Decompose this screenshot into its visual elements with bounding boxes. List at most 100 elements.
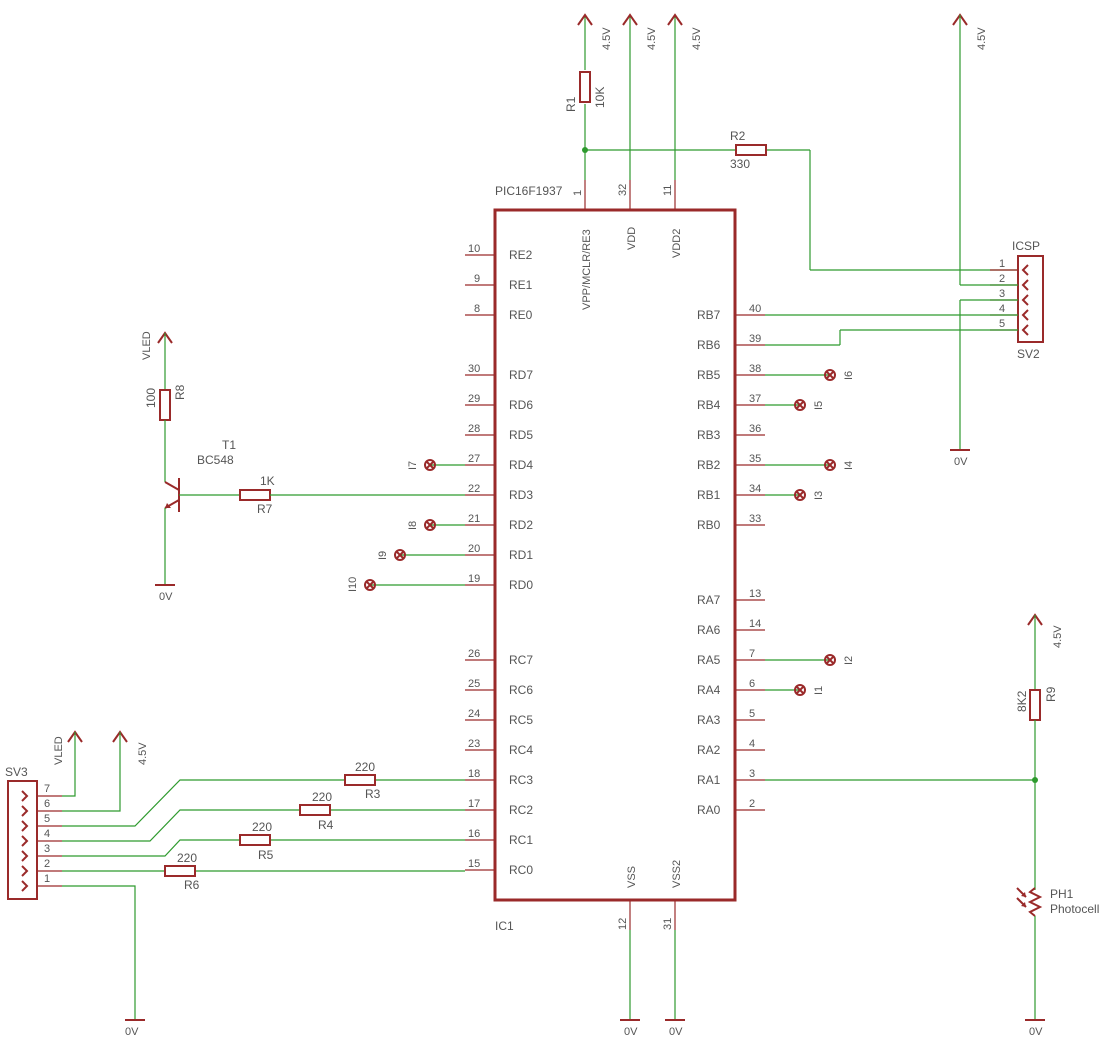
resistor-r6: 220 R6	[164, 851, 200, 892]
svg-text:330: 330	[730, 157, 750, 171]
svg-text:220: 220	[252, 820, 272, 834]
svg-text:RA0: RA0	[697, 803, 721, 817]
svg-text:18: 18	[468, 768, 480, 780]
sv3-pin-3: 3	[21, 843, 50, 862]
pin-rb1: 34 RB1	[697, 483, 765, 502]
svg-text:VSS2: VSS2	[671, 860, 683, 888]
svg-text:220: 220	[312, 790, 332, 804]
svg-text:23: 23	[468, 738, 480, 750]
svg-text:RD2: RD2	[509, 518, 533, 532]
svg-text:VPP/MCLR/RE3: VPP/MCLR/RE3	[581, 229, 593, 310]
resistor-r4: 220 R4	[299, 790, 334, 832]
svg-text:4: 4	[999, 303, 1005, 315]
svg-text:RC3: RC3	[509, 773, 533, 787]
svg-text:4.5V: 4.5V	[601, 27, 613, 50]
resistor-r1: R1 10K	[564, 71, 607, 112]
ground-sv3: 0V	[125, 1019, 145, 1038]
svg-text:11: 11	[662, 185, 674, 196]
svg-text:RC7: RC7	[509, 653, 533, 667]
pin-rb7: 40 RB7	[697, 303, 765, 322]
test-point-i2: I2	[765, 654, 855, 666]
sv3-pin-2: 2	[21, 858, 50, 877]
svg-text:28: 28	[468, 423, 480, 435]
svg-text:0V: 0V	[624, 1026, 638, 1038]
svg-text:RE0: RE0	[509, 308, 533, 322]
pin-ra1: 3 RA1	[697, 768, 765, 787]
sv3-connector: SV3 7 6 5 4 3 2 1	[5, 765, 62, 900]
svg-text:13: 13	[749, 588, 761, 600]
svg-text:2: 2	[749, 798, 755, 810]
svg-text:0V: 0V	[125, 1026, 139, 1038]
ground-vss2: 0V	[665, 1019, 685, 1038]
svg-text:RA1: RA1	[697, 773, 721, 787]
svg-text:5: 5	[749, 708, 755, 720]
svg-text:10K: 10K	[593, 87, 607, 108]
svg-text:RC4: RC4	[509, 743, 533, 757]
svg-text:29: 29	[468, 393, 480, 405]
ground-photocell: 0V	[1025, 1019, 1045, 1038]
svg-text:20: 20	[468, 543, 480, 555]
svg-text:22: 22	[468, 483, 480, 495]
test-point-i7: I7	[407, 459, 465, 471]
svg-text:4.5V: 4.5V	[646, 27, 658, 50]
svg-text:19: 19	[468, 573, 480, 585]
icsp-pin-5: 5	[999, 318, 1029, 336]
ic-ref: IC1	[495, 919, 514, 933]
svg-text:RB0: RB0	[697, 518, 721, 532]
svg-text:25: 25	[468, 678, 480, 690]
svg-text:I10: I10	[347, 577, 359, 592]
svg-text:I6: I6	[843, 371, 855, 380]
svg-text:RD0: RD0	[509, 578, 533, 592]
svg-text:BC548: BC548	[197, 453, 234, 467]
svg-text:I4: I4	[843, 461, 855, 470]
svg-text:34: 34	[749, 483, 761, 495]
svg-text:17: 17	[468, 798, 480, 810]
svg-text:RD6: RD6	[509, 398, 533, 412]
svg-text:3: 3	[999, 288, 1005, 300]
svg-text:220: 220	[355, 760, 375, 774]
test-point-i1: I1	[765, 684, 825, 696]
supply-45v-r9: 4.5V	[1027, 613, 1064, 648]
svg-text:RB6: RB6	[697, 338, 721, 352]
resistor-r2: R2 330	[730, 129, 767, 171]
svg-text:14: 14	[749, 618, 761, 630]
transistor-t1: T1 BC548	[164, 438, 236, 512]
svg-text:I8: I8	[407, 521, 419, 530]
photocell-ph1: PH1 Photocell	[1016, 887, 1099, 917]
supply-45v-vdd: 4.5V	[622, 13, 658, 50]
resistor-r3: 220 R3	[344, 760, 381, 801]
svg-text:RB1: RB1	[697, 488, 721, 502]
svg-text:3: 3	[749, 768, 755, 780]
svg-text:6: 6	[749, 678, 755, 690]
svg-text:10: 10	[468, 243, 480, 255]
svg-text:27: 27	[468, 453, 480, 465]
svg-text:37: 37	[749, 393, 761, 405]
svg-text:0V: 0V	[669, 1026, 683, 1038]
svg-text:1: 1	[999, 258, 1005, 270]
resistor-r5: 220 R5	[239, 820, 274, 862]
ic-pic16f1937: PIC16F1937 IC1 1 VPP/MCLR/RE3 32 VDD 11 …	[465, 180, 765, 933]
svg-text:RB7: RB7	[697, 308, 721, 322]
vled-supply-sv3: VLED	[53, 730, 83, 765]
svg-text:I9: I9	[377, 551, 389, 560]
test-point-i8: I8	[407, 519, 465, 531]
svg-text:40: 40	[749, 303, 761, 315]
svg-text:0V: 0V	[159, 591, 173, 603]
test-point-i9: I9	[377, 549, 465, 561]
svg-text:6: 6	[44, 798, 50, 810]
svg-text:2: 2	[44, 858, 50, 870]
svg-text:R4: R4	[318, 818, 334, 832]
resistor-r8: 100 R8	[144, 384, 187, 421]
svg-text:RD7: RD7	[509, 368, 533, 382]
ic-top-pin-11: 11 VDD2	[662, 180, 683, 258]
svg-text:9: 9	[474, 273, 480, 285]
